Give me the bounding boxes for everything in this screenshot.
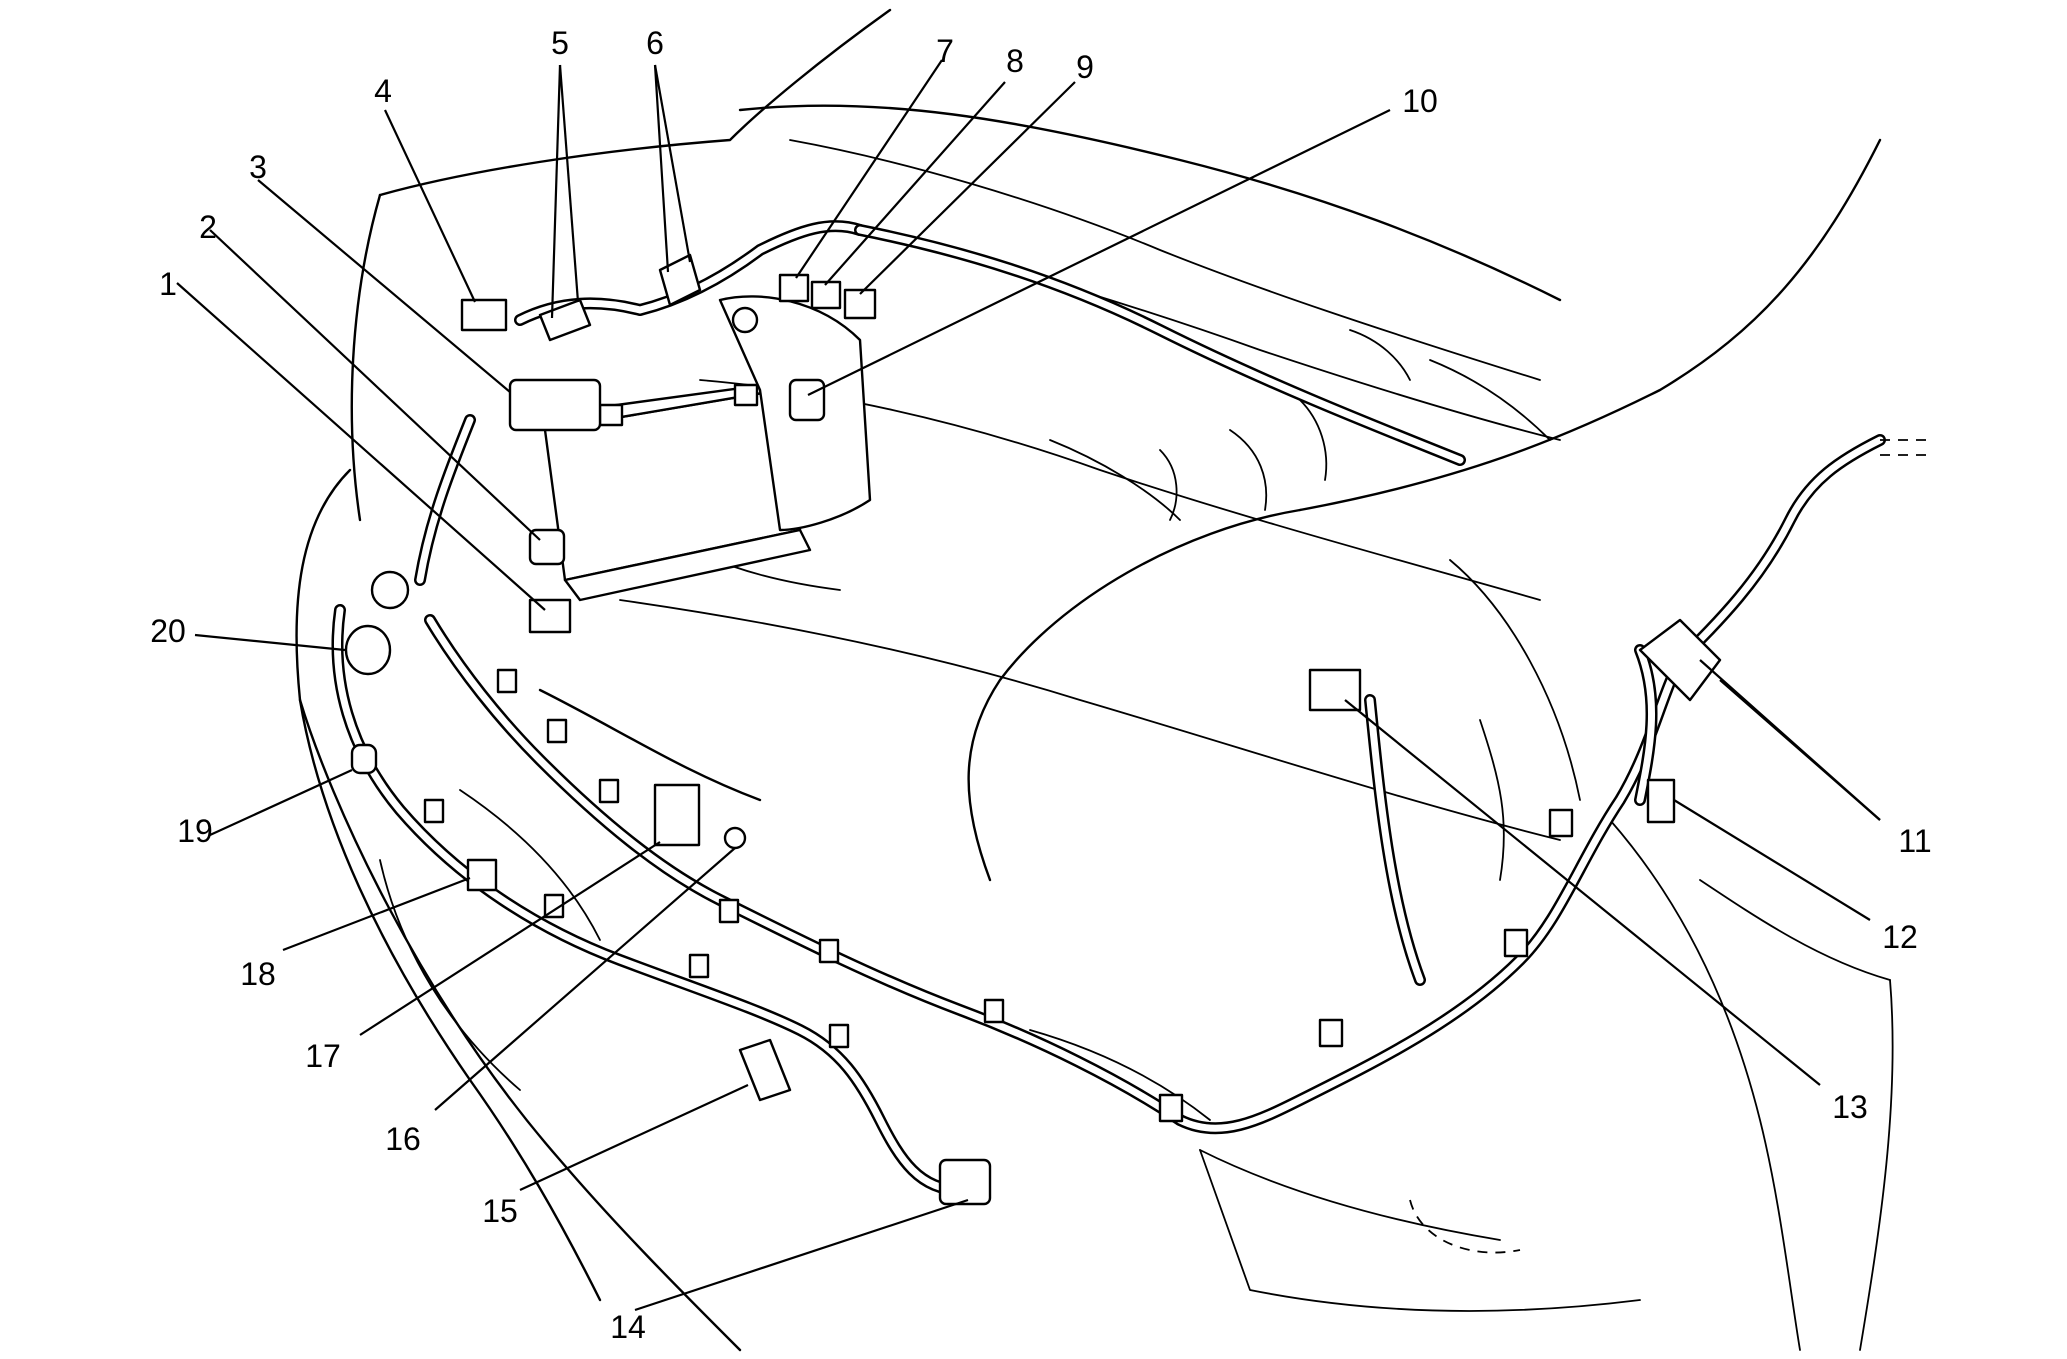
connector-9 <box>843 288 877 320</box>
grommet-top <box>370 570 410 610</box>
callout-20: 20 <box>150 613 186 649</box>
connector-19 <box>350 743 378 775</box>
callout-10: 10 <box>1402 83 1438 119</box>
callout-4: 4 <box>374 73 392 109</box>
ground-eyelet-16 <box>723 826 747 850</box>
connectors <box>344 253 1722 1206</box>
connector-6 <box>658 253 702 307</box>
callout-9: 9 <box>1076 49 1094 85</box>
callout-labels: 1 2 3 4 5 6 7 8 9 10 11 12 13 14 15 16 1… <box>150 25 1931 1345</box>
callout-5: 5 <box>551 25 569 61</box>
connector-13 <box>1308 668 1362 712</box>
connector-10 <box>788 378 826 422</box>
connector-11 <box>1638 618 1722 702</box>
connector-4 <box>460 298 508 332</box>
connector-15 <box>738 1038 792 1102</box>
callout-14: 14 <box>610 1309 646 1345</box>
callout-2: 2 <box>199 209 217 245</box>
fuse-block-connector <box>508 378 602 432</box>
callout-18: 18 <box>240 956 276 992</box>
connector-7 <box>778 273 810 303</box>
leader-lines <box>176 59 1881 1312</box>
callout-3: 3 <box>249 149 267 185</box>
connector-8 <box>810 280 842 310</box>
callout-8: 8 <box>1006 43 1024 79</box>
callout-17: 17 <box>305 1038 341 1074</box>
connector-18 <box>466 858 498 892</box>
connector-1 <box>528 598 572 634</box>
callout-11: 11 <box>1898 823 1931 859</box>
main-harness <box>331 220 1930 1196</box>
callout-1: 1 <box>159 266 177 302</box>
connector-12 <box>1646 778 1676 824</box>
callout-7: 7 <box>936 33 954 69</box>
battery-terminal-positive <box>733 383 759 407</box>
callout-12: 12 <box>1882 919 1918 955</box>
connector-17 <box>653 783 701 847</box>
callout-6: 6 <box>646 25 664 61</box>
callout-19: 19 <box>177 813 213 849</box>
callout-15: 15 <box>482 1193 518 1229</box>
callout-16: 16 <box>385 1121 421 1157</box>
battery-terminal-negative <box>598 403 624 427</box>
battery <box>543 295 872 602</box>
connector-5 <box>538 298 592 342</box>
callout-13: 13 <box>1832 1089 1868 1125</box>
grommet-20 <box>344 624 392 676</box>
connector-14 <box>938 1158 992 1206</box>
